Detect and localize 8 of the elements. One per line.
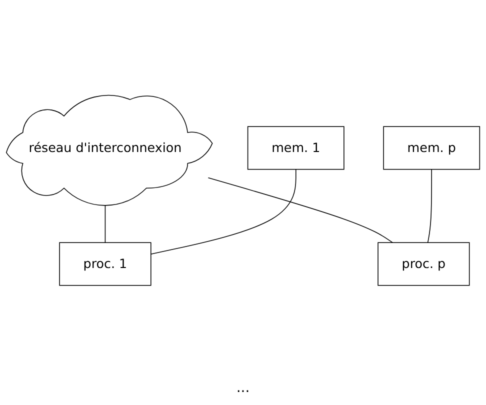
node-box: mem. 1 xyxy=(247,126,344,170)
connector xyxy=(150,168,296,254)
ellipsis-label: ... xyxy=(236,380,250,396)
connector xyxy=(208,177,393,243)
node-box: mem. p xyxy=(383,126,480,170)
node-box: proc. p xyxy=(378,242,470,286)
node-box: proc. 1 xyxy=(59,242,152,286)
connector xyxy=(427,168,432,243)
